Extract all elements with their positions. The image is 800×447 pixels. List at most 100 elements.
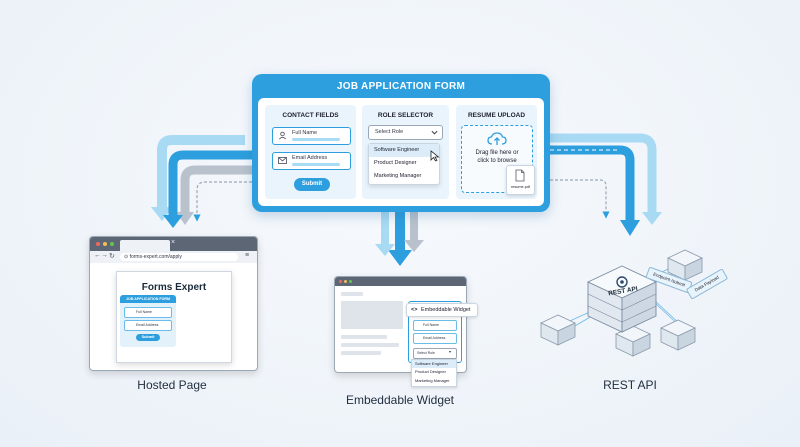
user-icon — [279, 131, 286, 140]
email-field[interactable]: Email Address — [272, 152, 351, 170]
widget-full-name-label: Full Name — [423, 323, 439, 327]
hosted-submit-button[interactable]: Submit — [136, 334, 160, 341]
resume-file-card: resume.pdf — [506, 165, 535, 195]
role-option-product-designer[interactable]: Product Designer — [374, 160, 417, 166]
content-placeholder — [341, 343, 399, 347]
hosted-email-label: Email Address — [136, 323, 159, 327]
job-application-form: JOB APPLICATION FORM CONTACT FIELDS Full… — [252, 74, 550, 212]
widget-role-select[interactable]: Select Role ▾ — [413, 348, 457, 359]
gear-icon — [616, 276, 628, 288]
flow-center-light-head — [375, 244, 395, 256]
widget-maximize-dot-icon[interactable] — [349, 280, 352, 283]
envelope-icon — [278, 157, 287, 164]
full-name-label: Full Name — [292, 130, 318, 136]
widget-email-label: Email Address — [423, 336, 446, 340]
content-placeholder — [341, 351, 381, 355]
widget-label-text: Embeddable Widget — [420, 307, 471, 313]
flow-center-blue — [395, 212, 405, 252]
browser-tab[interactable] — [120, 240, 170, 251]
browser-title-bar: × — [90, 237, 257, 251]
contact-fields-panel: CONTACT FIELDS Full Name Email Address S… — [265, 105, 356, 199]
back-arrow-icon[interactable]: ← — [94, 252, 101, 259]
menu-icon[interactable]: ≡ — [245, 252, 250, 259]
widget-host-window: Full Name Email Address Select Role ▾ — [334, 276, 467, 373]
role-selector-title: ROLE SELECTOR — [377, 112, 434, 119]
widget-role-dropdown: Software Engineer Product Designer Marke… — [411, 359, 457, 387]
flow-left-blue-head — [163, 215, 183, 228]
reload-icon[interactable]: ↻ — [109, 253, 115, 260]
close-dot-icon[interactable] — [96, 242, 100, 246]
role-option-marketing-manager[interactable]: Marketing Manager — [374, 173, 422, 179]
widget-email-field[interactable]: Email Address — [413, 333, 457, 344]
email-placeholder-bar — [292, 163, 340, 166]
content-placeholder — [341, 301, 403, 329]
flow-right-light — [550, 133, 657, 215]
flow-left-dashed — [193, 181, 252, 222]
mouse-cursor-icon — [430, 150, 440, 162]
hosted-page-caption: Hosted Page — [137, 378, 207, 392]
document-icon — [515, 169, 525, 182]
flow-left-blue — [168, 150, 252, 218]
role-selector-panel: ROLE SELECTOR Select Role Software Engin… — [362, 105, 449, 199]
node-cube — [660, 319, 696, 351]
widget-option-software-engineer[interactable]: Software Engineer — [412, 360, 456, 368]
minimize-dot-icon[interactable] — [103, 242, 107, 246]
embeddable-widget-label: <> Embeddable Widget — [406, 303, 478, 317]
role-dropdown-list: Software Engineer Product Designer Marke… — [368, 143, 440, 185]
flow-left-light-head — [151, 207, 173, 221]
address-bar[interactable]: ⊙ forms-expert.com/apply — [120, 253, 238, 261]
widget-chevron-down-icon: ▾ — [449, 349, 452, 354]
hosted-email-field[interactable]: Email Address — [124, 320, 172, 331]
resume-upload-title: RESUME UPLOAD — [467, 112, 526, 119]
flow-right-light-head — [642, 212, 662, 225]
flow-right-blue-head — [620, 220, 640, 236]
address-bar-row: ← → ↻ ⊙ forms-expert.com/apply ≡ — [90, 251, 257, 263]
flow-left-gray — [180, 165, 252, 215]
form-title: JOB APPLICATION FORM — [336, 81, 466, 92]
hosted-mini-form: JOB APPLICATION FORM Full Name Email Add… — [120, 295, 176, 347]
content-placeholder — [341, 335, 387, 339]
widget-select-role-text: Select Role — [417, 351, 435, 355]
lock-icon: ⊙ — [124, 254, 129, 260]
flow-center-gray — [410, 212, 418, 242]
role-option-software-engineer[interactable]: Software Engineer — [369, 144, 439, 157]
flow-right-blue — [550, 145, 635, 222]
contact-fields-title: CONTACT FIELDS — [282, 112, 339, 119]
widget-full-name-field[interactable]: Full Name — [413, 320, 457, 331]
maximize-dot-icon[interactable] — [110, 242, 114, 246]
flow-left-light — [157, 135, 245, 210]
cloud-upload-icon — [487, 132, 507, 145]
email-label: Email Address — [292, 155, 328, 161]
drop-text-line-2: click to browse — [477, 158, 517, 164]
hosted-page-browser: × ← → ↻ ⊙ forms-expert.com/apply ≡ Forms… — [89, 236, 258, 371]
hosted-form-title: JOB APPLICATION FORM — [120, 295, 176, 303]
flow-center-light — [381, 212, 389, 246]
hosted-full-name-field[interactable]: Full Name — [124, 307, 172, 318]
widget-option-marketing-manager[interactable]: Marketing Manager — [415, 378, 450, 383]
widget-close-dot-icon[interactable] — [339, 280, 342, 283]
widget-window-bar — [335, 277, 466, 286]
widget-minimize-dot-icon[interactable] — [344, 280, 347, 283]
rest-api-caption: REST API — [603, 378, 657, 392]
url-text: forms-expert.com/apply — [129, 254, 182, 260]
role-select[interactable]: Select Role — [368, 125, 443, 140]
submit-button[interactable]: Submit — [294, 178, 330, 191]
select-role-text: Select Role — [375, 129, 404, 135]
code-icon: <> — [411, 307, 418, 313]
flow-center-blue-head — [388, 250, 412, 266]
forward-arrow-icon[interactable]: → — [101, 252, 108, 259]
full-name-field[interactable]: Full Name — [272, 127, 351, 145]
embeddable-widget-caption: Embeddable Widget — [345, 393, 455, 407]
close-tab-icon[interactable]: × — [171, 239, 176, 246]
form-body: CONTACT FIELDS Full Name Email Address S… — [258, 98, 544, 206]
file-name: resume.pdf — [511, 185, 530, 189]
brand-title: Forms Expert — [141, 282, 207, 293]
rest-api-network — [540, 249, 703, 357]
chevron-down-icon — [431, 130, 438, 135]
flow-center-gray-head — [404, 240, 424, 252]
resume-upload-panel: RESUME UPLOAD Drag file here or click to… — [456, 105, 537, 199]
drop-text-line-1: Drag file here or — [475, 150, 519, 156]
hosted-full-name-label: Full Name — [136, 310, 152, 314]
widget-option-product-designer[interactable]: Product Designer — [415, 369, 446, 374]
